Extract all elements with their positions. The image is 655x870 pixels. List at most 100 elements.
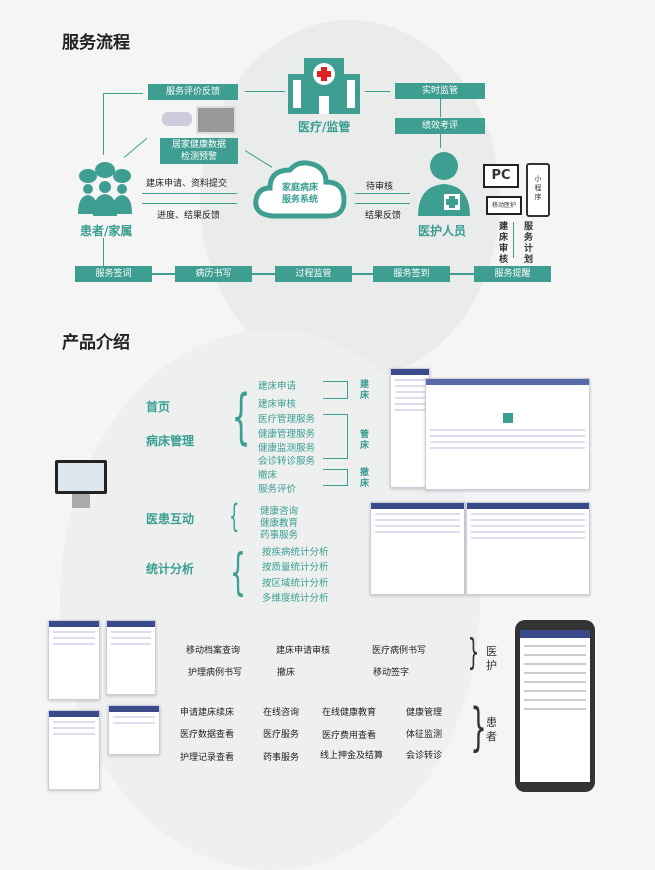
- arrow: [103, 238, 104, 266]
- step-box: 服务签词: [75, 266, 152, 282]
- patient-item: 医疗费用查看: [322, 731, 377, 741]
- monitor-device-icon: [196, 106, 236, 134]
- arrow: [365, 91, 390, 92]
- staff-item: 移动签字: [373, 668, 410, 678]
- cloud-icon: [253, 160, 347, 219]
- arrow: [103, 93, 104, 155]
- brace: {: [229, 497, 240, 535]
- cloud-line: 服务系统: [281, 195, 318, 205]
- monitor-image: [55, 460, 107, 494]
- arrow: [142, 203, 237, 204]
- category-interact: 医患互动: [146, 512, 195, 526]
- category-stats: 统计分析: [146, 562, 195, 576]
- staff-label: 医护人员: [418, 224, 467, 238]
- patient-item: 申请建床续床: [180, 708, 235, 718]
- patient-item: 体征监测: [406, 730, 443, 740]
- interact-item: 药事服务: [260, 530, 299, 541]
- mini-program-icon: 小程序: [526, 163, 550, 217]
- step-box: 服务签到: [373, 266, 450, 282]
- group-label: 管床: [360, 430, 370, 451]
- staff-item: 护理病例书写: [188, 668, 243, 678]
- pending-label: 待审核: [366, 182, 394, 192]
- brace: {: [231, 382, 251, 452]
- home-data-line: 检测预警: [180, 152, 217, 162]
- interact-item: 健康教育: [260, 518, 299, 529]
- screenshot-sidebar: [390, 368, 430, 488]
- arrow: [513, 222, 514, 258]
- cloud-line: 家庭病床: [281, 183, 318, 193]
- stats-item: 按疾病统计分析: [262, 547, 329, 558]
- bed-item: 健康监测服务: [258, 443, 316, 454]
- staff-item: 移动档案查询: [186, 646, 241, 656]
- brace: }: [470, 698, 487, 758]
- bed-item: 建床申请: [258, 381, 297, 392]
- category-bed: 病床管理: [146, 434, 195, 448]
- bed-item: 服务评价: [258, 484, 297, 495]
- bracket: [323, 469, 348, 486]
- step-box: 服务提醒: [474, 266, 551, 282]
- arrow: [440, 134, 441, 148]
- bed-item: 健康管理服务: [258, 429, 316, 440]
- bed-item: 会诊转诊服务: [258, 456, 316, 467]
- brace: }: [467, 632, 480, 673]
- patients-icon: [78, 162, 132, 216]
- pc-icon: PC: [483, 164, 519, 188]
- step-box: 过程监管: [275, 266, 352, 282]
- bed-item: 建床审核: [258, 399, 297, 410]
- bed-review-label: 建床审核: [499, 222, 509, 265]
- patient-item: 药事服务: [263, 753, 300, 763]
- doctor-icon: [418, 152, 470, 216]
- arrow: [355, 193, 410, 194]
- progress-label: 进度、结果反馈: [157, 211, 221, 221]
- arrow: [142, 193, 237, 194]
- brace: {: [229, 543, 246, 601]
- staff-item: 撤床: [277, 668, 296, 678]
- performance-box: 绩效考评: [395, 118, 485, 134]
- patient-item: 线上押金及结算: [320, 751, 384, 761]
- hospital-icon: [288, 58, 360, 114]
- result-label: 结果反馈: [365, 211, 402, 221]
- bed-item: 撤床: [258, 470, 278, 481]
- arrow: [103, 93, 143, 94]
- mobile-screenshot: [48, 710, 100, 790]
- stats-item: 多维度统计分析: [262, 593, 329, 604]
- patient-item: 医疗服务: [263, 730, 300, 740]
- group-label: 建床: [360, 380, 370, 401]
- apply-label: 建床申请、资料提交: [146, 179, 228, 189]
- interact-item: 健康咨询: [260, 506, 299, 517]
- bed-item: 医疗管理服务: [258, 414, 316, 425]
- staff-group-label: 医护: [486, 645, 497, 672]
- category-home: 首页: [146, 400, 171, 414]
- patient-group-label: 患者: [486, 716, 497, 743]
- device-icon: [162, 112, 192, 126]
- screenshot-stats-1: [370, 502, 465, 595]
- staff-item: 建床申请审核: [276, 646, 331, 656]
- stats-item: 按质量统计分析: [262, 562, 329, 573]
- stats-item: 按区域统计分析: [262, 578, 329, 589]
- mobile-screenshot: [108, 705, 160, 755]
- group-label: 撤床: [360, 468, 370, 489]
- patient-label: 患者/家属: [80, 224, 133, 238]
- section-title-flow: 服务流程: [62, 33, 130, 53]
- arrow: [123, 137, 148, 158]
- phone-image: [515, 620, 595, 792]
- feedback-box: 服务评价反馈: [148, 84, 238, 100]
- arrow: [440, 99, 441, 117]
- patient-item: 在线咨询: [263, 708, 300, 718]
- step-box: 病历书写: [175, 266, 252, 282]
- monitor-stand: [72, 494, 90, 508]
- home-data-box: 居家健康数据检测预警: [160, 138, 238, 164]
- bracket: [323, 381, 348, 399]
- bracket: [323, 414, 348, 459]
- home-data-line: 居家健康数据: [171, 140, 226, 150]
- arrow: [245, 91, 285, 92]
- arrow: [355, 203, 410, 204]
- realtime-box: 实时监管: [395, 83, 485, 99]
- hospital-label: 医疗/监管: [298, 120, 351, 134]
- patient-item: 会诊转诊: [406, 751, 443, 761]
- patient-item: 在线健康教育: [322, 708, 377, 718]
- patient-item: 护理记录查看: [180, 753, 235, 763]
- mobile-screenshot: [106, 620, 156, 695]
- mobile-screenshot: [48, 620, 100, 700]
- section-title-product: 产品介绍: [62, 333, 130, 353]
